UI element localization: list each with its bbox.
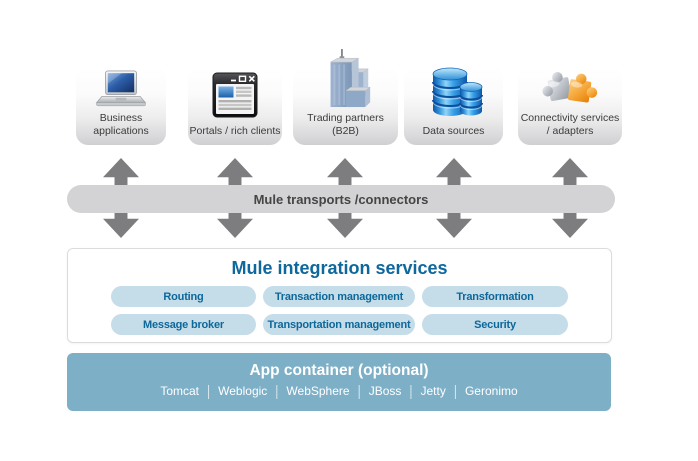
office-building-icon xyxy=(317,48,375,110)
integration-title: Mule integration services xyxy=(231,258,448,278)
source-label: Portals / rich clients xyxy=(189,125,281,137)
services-row-1: Routing Transaction management Transform… xyxy=(68,286,611,307)
transport-bar: Mule transports /connectors xyxy=(67,185,615,213)
server-item: WebSphere xyxy=(286,384,350,398)
service-pill-routing: Routing xyxy=(111,286,256,307)
source-box-trading-partners: Trading partners (B2B) xyxy=(293,49,398,145)
server-list: Tomcat | Weblogic | WebSphere | JBoss | … xyxy=(67,382,611,400)
integration-services-panel: Mule integration services Routing Transa… xyxy=(67,248,612,343)
server-item: Tomcat xyxy=(160,384,200,398)
source-label: Data sources xyxy=(422,125,485,137)
source-label: Connectivity services / adapters xyxy=(520,112,620,137)
source-box-portals-rich-clients: Portals / rich clients xyxy=(188,67,282,145)
source-box-business-applications: Business applications xyxy=(76,67,166,145)
service-pill-message-broker: Message broker xyxy=(111,314,256,335)
service-pill-transformation: Transformation xyxy=(422,286,568,307)
puzzle-pieces-icon xyxy=(539,64,601,110)
service-pill-transaction-management: Transaction management xyxy=(263,286,415,307)
app-container-panel: App container (optional) Tomcat | Weblog… xyxy=(67,353,611,411)
server-separator: | xyxy=(409,382,413,400)
server-item: JBoss xyxy=(368,384,402,398)
source-box-data-sources: Data sources xyxy=(404,67,503,145)
service-pill-transportation-management: Transportation management xyxy=(263,314,415,335)
server-separator: | xyxy=(275,382,279,400)
server-separator: | xyxy=(207,382,211,400)
transport-bar-label: Mule transports /connectors xyxy=(253,191,429,207)
app-container-title: App container (optional) xyxy=(249,362,429,379)
server-item: Geronimo xyxy=(464,384,518,398)
server-item: Weblogic xyxy=(218,384,268,398)
laptop-icon xyxy=(93,70,149,110)
source-box-connectivity-services: Connectivity services / adapters xyxy=(518,67,622,145)
server-separator: | xyxy=(357,382,361,400)
source-label: Business applications xyxy=(93,112,149,137)
services-row-2: Message broker Transportation management… xyxy=(68,314,611,335)
server-item: Jetty xyxy=(420,384,446,398)
service-pill-security: Security xyxy=(422,314,568,335)
server-separator: | xyxy=(453,382,457,400)
browser-window-icon xyxy=(212,72,258,118)
database-icon xyxy=(425,61,483,121)
source-label: Trading partners (B2B) xyxy=(307,112,384,137)
